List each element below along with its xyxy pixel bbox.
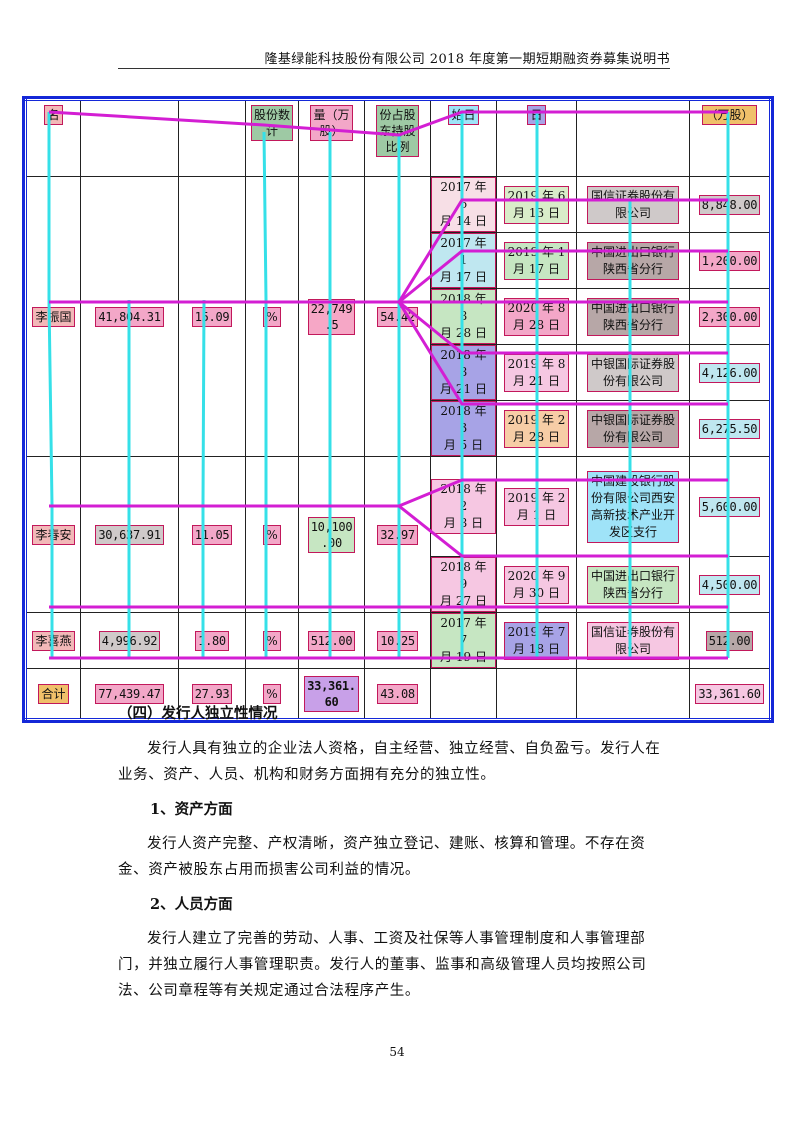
table-row: 李振国 <box>25 176 81 457</box>
page-header: 隆基绿能科技股份有限公司 2018 年度第一期短期融资券募集说明书 <box>264 52 670 67</box>
pledge-table: 名 股份数 计 量（万 股） 份占股 东持股 比例 始日 日 （万股） 李振国 … <box>22 96 774 723</box>
subsection-text: 发行人建立了完善的劳动、人事、工资及社保等人事管理制度和人事管理部门，并独立履行… <box>118 931 647 999</box>
col-header-7: 日 <box>496 99 577 177</box>
table-row: 李喜燕 <box>25 612 81 669</box>
col-header-9: （万股） <box>689 99 771 177</box>
subsection-heading: 2、人员方面 <box>150 896 233 913</box>
subsection-heading: 1、资产方面 <box>150 801 233 818</box>
section-intro: 发行人具有独立的企业法人资格，自主经营、独立经营、自负盈亏。发行人在业务、资产、… <box>118 741 661 783</box>
col-header-0: 名 <box>25 99 81 177</box>
col-header-8 <box>576 99 690 177</box>
subsection-text: 发行人资产完整、产权清晰，资产独立登记、建账、核算和管理。不存在资金、资产被股东… <box>118 836 646 878</box>
section-heading: （四）发行人独立性情况 <box>118 705 278 722</box>
page-number: 54 <box>389 1045 405 1059</box>
col-header-2 <box>178 99 246 177</box>
col-header-5: 份占股 东持股 比例 <box>364 99 431 177</box>
table-row: 李春安 <box>25 456 81 613</box>
col-header-3: 股份数 计 <box>245 99 299 177</box>
table-total-row: 合计 <box>25 668 81 720</box>
col-header-1 <box>80 99 179 177</box>
header-rule <box>118 68 670 69</box>
col-header-4: 量（万 股） <box>298 99 365 177</box>
col-header-6: 始日 <box>430 99 497 177</box>
